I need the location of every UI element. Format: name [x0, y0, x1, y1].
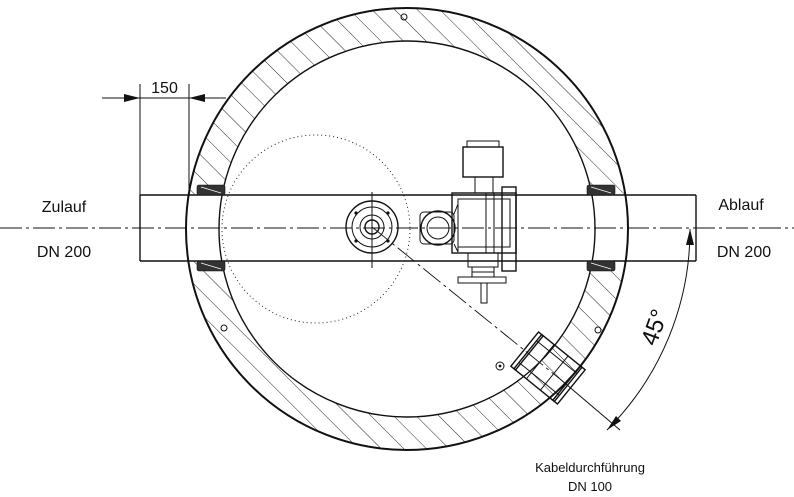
wall-mark-right: [594, 326, 602, 334]
angle-label: 45°: [636, 306, 674, 349]
cable-entry-label: Kabeldurchführung: [535, 460, 645, 475]
cable-entry-sleeve: [509, 331, 587, 405]
wall-mark-top: [400, 13, 408, 21]
dimension-150-label: 150: [151, 80, 178, 97]
small-hole: [495, 361, 505, 371]
cable-entry-size-label: DN 100: [568, 479, 612, 494]
dimension-150: 150: [102, 80, 226, 195]
wall-mark-left: [220, 324, 228, 332]
pump-assembly: [419, 140, 517, 304]
outlet-label: Ablauf: [718, 197, 764, 214]
diagonal-extension: [559, 378, 621, 431]
pipe-channel: [139, 184, 697, 272]
flange-cover: [345, 200, 399, 254]
inlet-size-label: DN 200: [37, 244, 91, 261]
inlet-label: Zulauf: [42, 199, 87, 216]
shaft-wall: [185, 7, 629, 451]
clearance-circle: [221, 134, 411, 324]
outlet-size-label: DN 200: [717, 244, 771, 261]
